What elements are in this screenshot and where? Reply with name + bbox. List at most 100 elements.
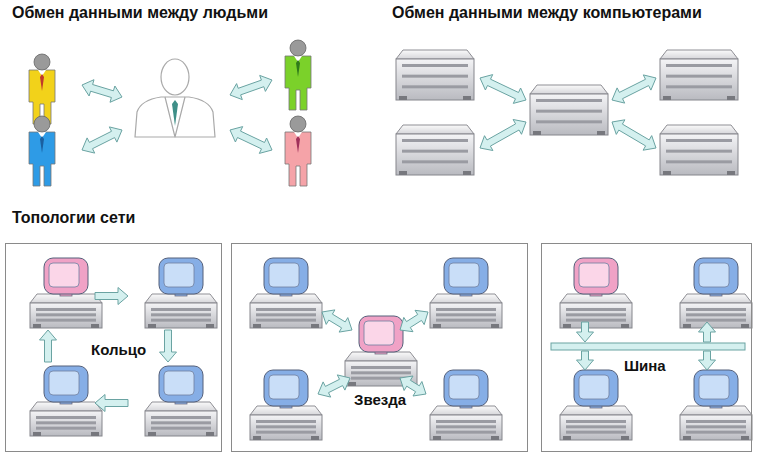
server-foot bbox=[348, 382, 356, 386]
flow-arrow bbox=[82, 127, 122, 153]
monitor-screen bbox=[164, 263, 194, 287]
server-slot bbox=[402, 64, 468, 67]
monitor-screen bbox=[699, 263, 729, 287]
section-heading: Топологии сети bbox=[12, 209, 135, 227]
server-foot bbox=[491, 436, 499, 440]
section-heading: Обмен данными между людьми bbox=[12, 4, 268, 22]
server-slot bbox=[256, 313, 316, 316]
server-slot bbox=[36, 427, 96, 430]
topology-panel: Кольцо bbox=[5, 243, 222, 452]
monitor-screen bbox=[699, 375, 729, 399]
server-foot bbox=[311, 324, 319, 328]
server-slot bbox=[151, 421, 211, 424]
server-slot bbox=[436, 319, 496, 322]
server-body bbox=[530, 94, 608, 135]
flow-arrow bbox=[318, 375, 350, 397]
server-slot bbox=[402, 160, 468, 163]
server-foot bbox=[683, 324, 691, 328]
boss-head bbox=[161, 59, 189, 95]
server-body bbox=[430, 303, 502, 328]
monitor-case bbox=[574, 370, 618, 406]
monitor-screen bbox=[269, 263, 299, 287]
monitor-screen bbox=[579, 375, 609, 399]
server-slot bbox=[402, 139, 468, 142]
server-slot bbox=[536, 99, 602, 102]
monitor-case bbox=[444, 258, 488, 294]
monitor-case bbox=[44, 258, 88, 294]
server-slot bbox=[666, 75, 732, 78]
boss-body bbox=[135, 97, 215, 137]
person-body bbox=[29, 132, 55, 186]
server-slot bbox=[256, 308, 316, 311]
monitor-case bbox=[444, 370, 488, 406]
monitor-case bbox=[159, 366, 203, 402]
server-slot bbox=[151, 427, 211, 430]
flow-arrow bbox=[82, 80, 122, 103]
flow-arrow bbox=[230, 75, 272, 99]
server-top bbox=[530, 85, 608, 94]
flow-arrow bbox=[230, 127, 272, 154]
server-body bbox=[396, 134, 474, 175]
flow-arrow bbox=[612, 120, 656, 150]
person-tie bbox=[296, 136, 300, 153]
server-body bbox=[660, 134, 738, 175]
server-body bbox=[396, 59, 474, 100]
server-foot bbox=[621, 324, 629, 328]
server-foot bbox=[463, 171, 471, 175]
server-foot bbox=[253, 436, 261, 440]
server-slot bbox=[256, 420, 316, 423]
person-body bbox=[285, 56, 311, 110]
server-foot bbox=[727, 171, 735, 175]
server-body bbox=[30, 411, 102, 436]
server-body bbox=[680, 303, 752, 328]
monitor-screen bbox=[49, 263, 79, 287]
server-foot bbox=[148, 324, 156, 328]
server-slot bbox=[256, 431, 316, 434]
bus-bar bbox=[551, 343, 745, 350]
person-head bbox=[34, 54, 50, 70]
flow-arrow bbox=[160, 330, 177, 362]
server-foot bbox=[741, 324, 749, 328]
server-foot bbox=[563, 324, 571, 328]
server-body bbox=[145, 303, 217, 328]
server-slot bbox=[686, 420, 746, 423]
server-foot bbox=[563, 436, 571, 440]
server-slot bbox=[151, 308, 211, 311]
server-foot bbox=[253, 324, 261, 328]
server-body bbox=[250, 415, 322, 440]
flow-arrow bbox=[95, 395, 128, 412]
person-tie bbox=[40, 74, 44, 91]
server-slot bbox=[36, 313, 96, 316]
server-slot bbox=[256, 425, 316, 428]
server-slot bbox=[256, 319, 316, 322]
server-slot bbox=[566, 420, 626, 423]
server-foot bbox=[148, 432, 156, 436]
flow-arrow bbox=[577, 322, 594, 342]
boss-lapel bbox=[165, 97, 185, 137]
server-body bbox=[430, 415, 502, 440]
server-foot bbox=[399, 171, 407, 175]
server-foot bbox=[621, 436, 629, 440]
server-slot bbox=[666, 160, 732, 163]
server-top bbox=[660, 50, 738, 59]
server-slot bbox=[436, 425, 496, 428]
monitor-case bbox=[159, 258, 203, 294]
person-head bbox=[290, 116, 306, 132]
monitor-screen bbox=[579, 263, 609, 287]
server-foot bbox=[741, 436, 749, 440]
server-slot bbox=[686, 313, 746, 316]
topology-label: Шина bbox=[622, 357, 668, 374]
topology-label: Звезда bbox=[352, 391, 408, 408]
server-slot bbox=[566, 313, 626, 316]
monitor-case bbox=[694, 370, 738, 406]
server-foot bbox=[91, 432, 99, 436]
server-slot bbox=[36, 308, 96, 311]
server-foot bbox=[433, 324, 441, 328]
monitor-screen bbox=[269, 375, 299, 399]
monitor-screen bbox=[449, 375, 479, 399]
monitor-case bbox=[44, 366, 88, 402]
server-foot bbox=[433, 436, 441, 440]
flow-arrow bbox=[577, 351, 594, 370]
person-head bbox=[34, 116, 50, 132]
